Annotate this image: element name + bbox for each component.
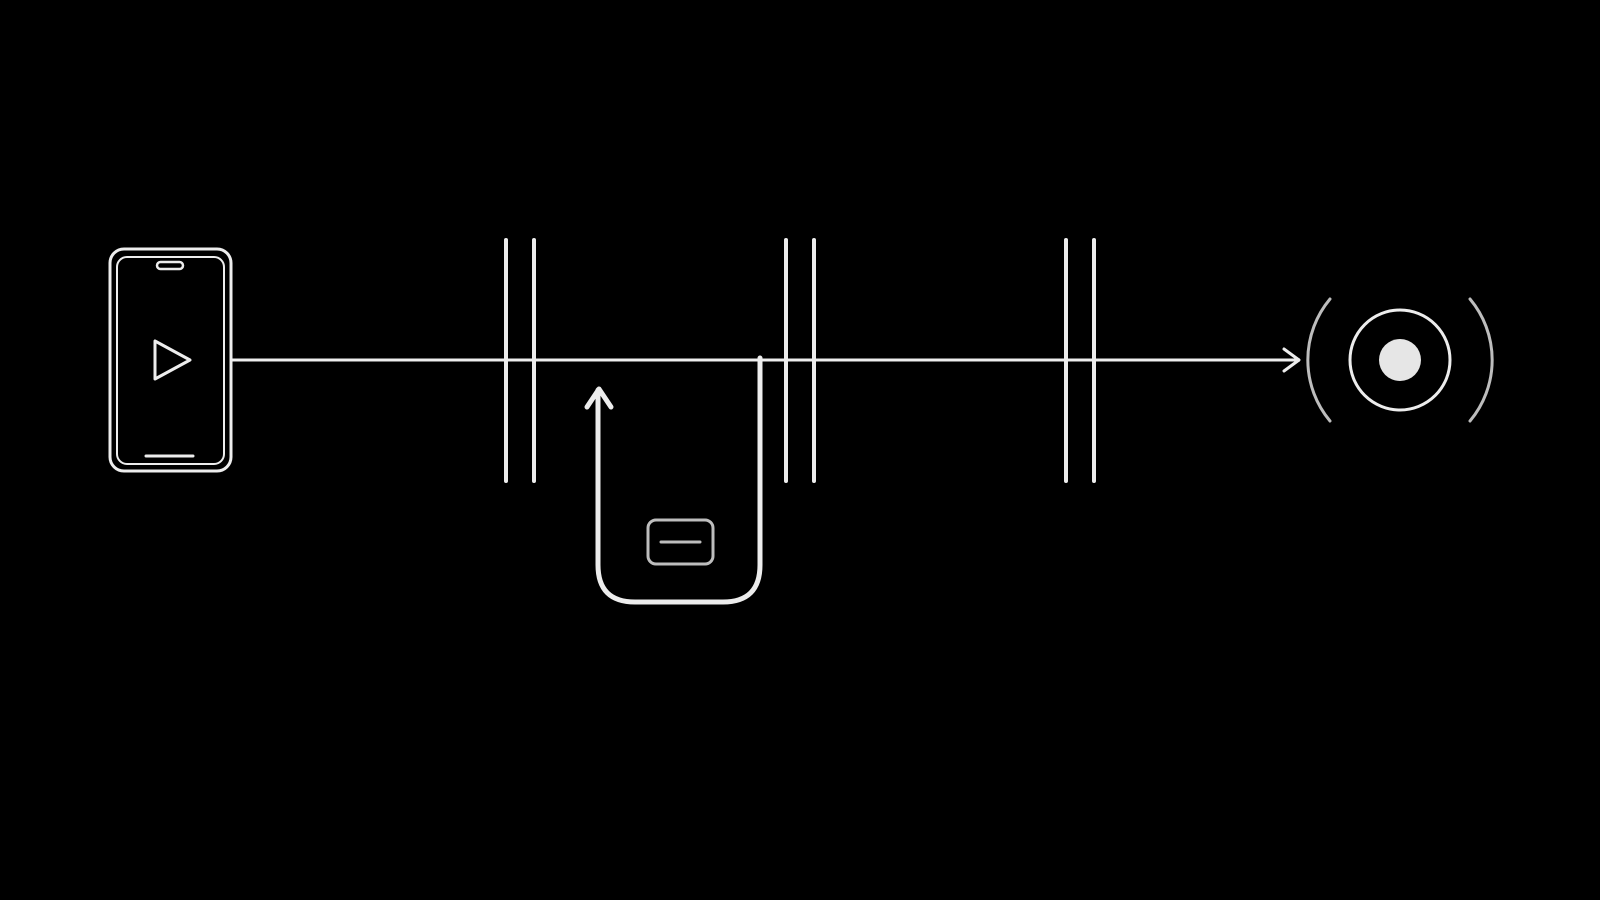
signal-dot: [1379, 339, 1421, 381]
main-flow-arrow: [231, 347, 1301, 373]
barrier-3: [1064, 238, 1096, 483]
loop-arrow: [584, 355, 763, 605]
play-icon: [153, 339, 192, 381]
broadcast-signal-icon: [1306, 297, 1494, 423]
arrow-up-icon: [584, 386, 614, 410]
smartphone-play-icon: [108, 247, 233, 473]
barrier-2: [784, 238, 816, 483]
barrier-1: [504, 238, 536, 483]
card-icon: [646, 518, 715, 566]
